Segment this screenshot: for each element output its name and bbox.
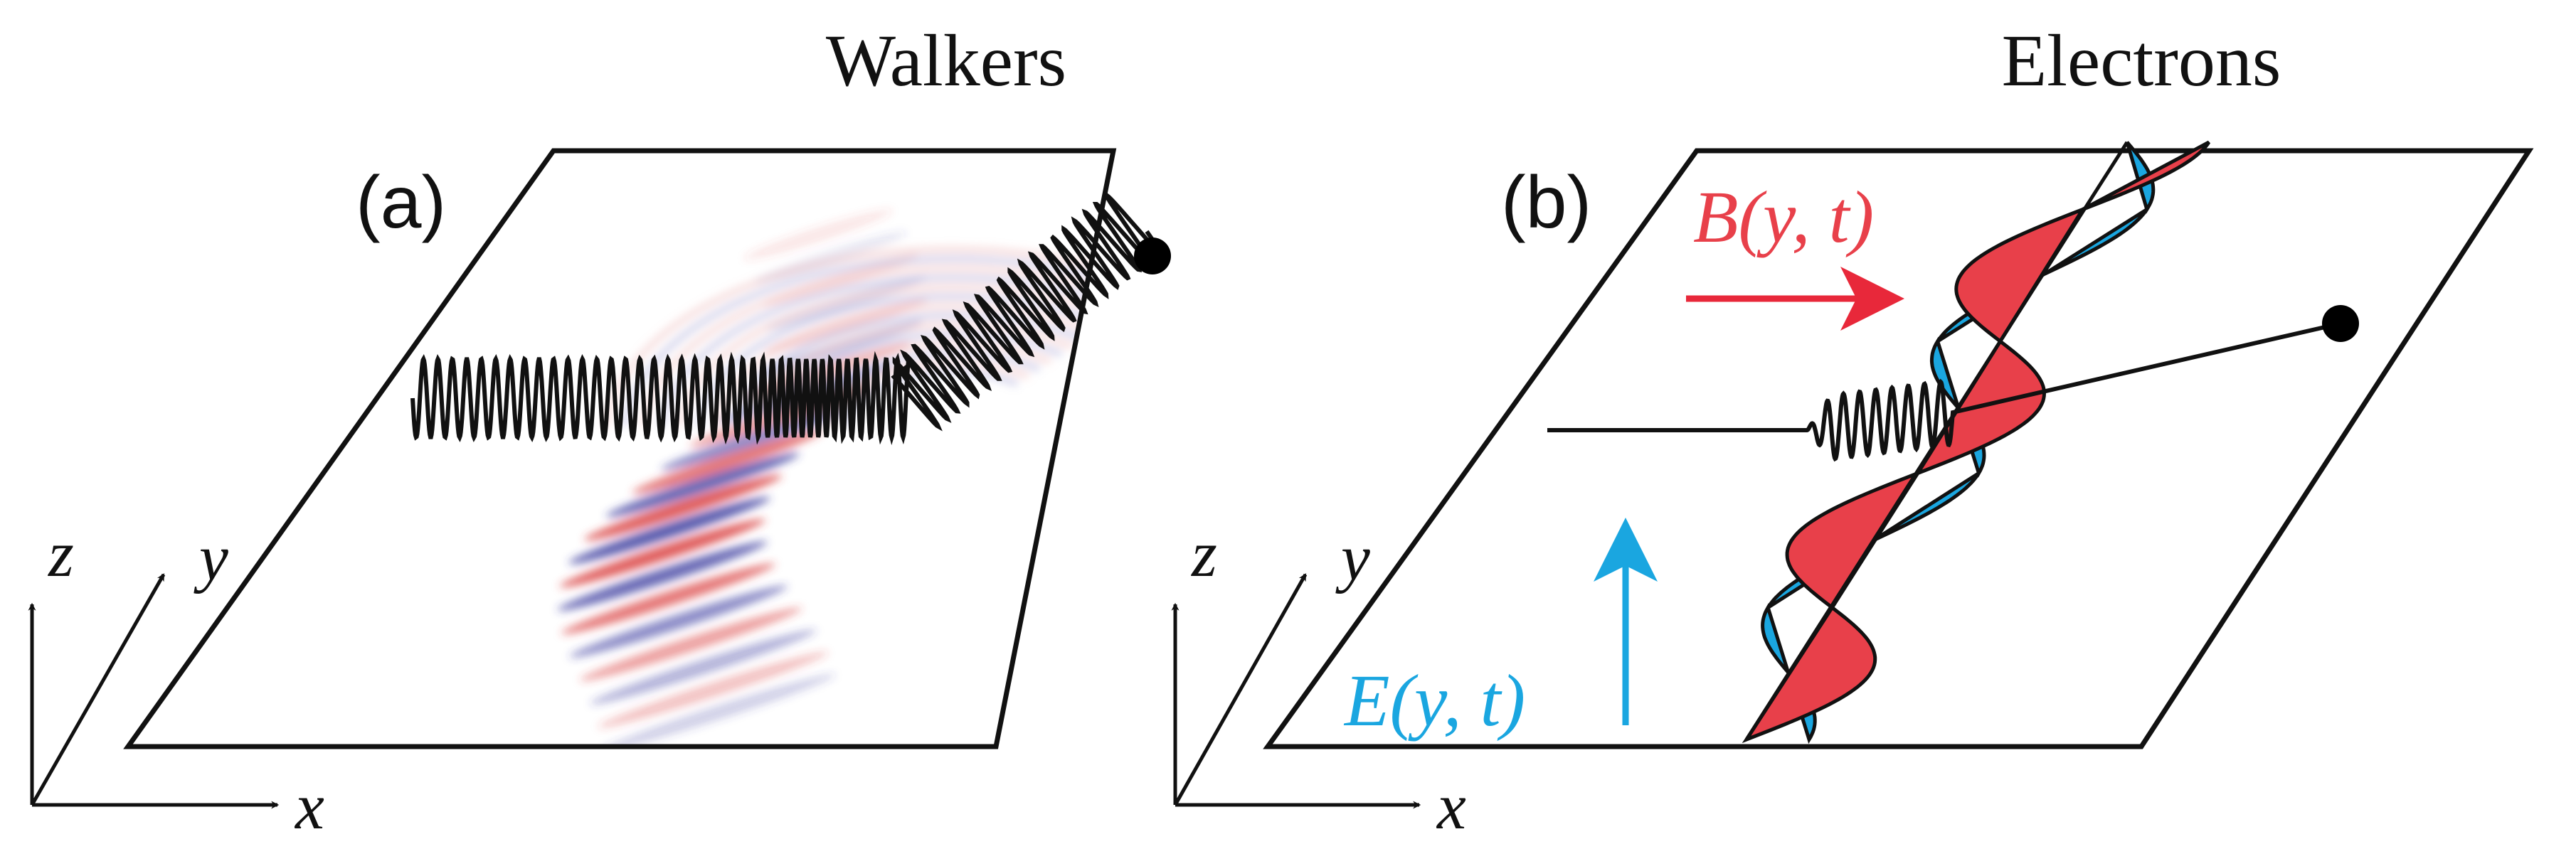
- ripple-arc: [677, 284, 1113, 427]
- plane-a: [123, 148, 1117, 749]
- panel-label-a: (a): [356, 161, 446, 244]
- title-electrons: Electrons: [2002, 20, 2281, 102]
- ripple-band: [557, 541, 768, 611]
- x-axis-label-b: x: [1436, 770, 1466, 843]
- axes-a: z y x: [28, 518, 324, 843]
- ripple-band: [580, 607, 802, 681]
- magnetic-field-lobe: [1785, 469, 1923, 611]
- title-walkers: Walkers: [826, 20, 1066, 102]
- y-axis-arrow-b: [1173, 573, 1308, 806]
- walker-trajectory: [410, 192, 1163, 446]
- ripple-band: [568, 496, 770, 565]
- magnetic-field-lobe: [2082, 140, 2211, 211]
- ripple-band: [590, 629, 817, 705]
- ripple-band: [598, 651, 829, 728]
- ripple-band: [601, 673, 836, 747]
- y-axis-arrow-a: [30, 573, 166, 806]
- field-propagation-axis: [1744, 141, 2129, 741]
- x-axis-label-a: x: [294, 770, 324, 843]
- z-axis-label-b: z: [1190, 518, 1217, 590]
- ripple-band: [605, 452, 800, 518]
- plane-b: [1263, 148, 2534, 749]
- panel-label-b: (b): [1501, 161, 1591, 244]
- z-axis-label-a: z: [47, 518, 74, 590]
- walker-droplet: [1134, 237, 1171, 274]
- ripple-band: [569, 585, 788, 658]
- y-axis-label-a: y: [194, 521, 228, 594]
- panel-a: (a) z y x: [28, 148, 1171, 843]
- ripple-band: [743, 209, 893, 260]
- ripple-band: [584, 474, 783, 541]
- electric-field-label: E(y, t): [1343, 660, 1525, 742]
- ripple-band: [561, 563, 775, 634]
- magnetic-field-label: B(y, t): [1693, 176, 1874, 258]
- ripple-band: [632, 430, 822, 494]
- panel-b: (b) B(y, t) E(y, t) z y x: [1171, 140, 2534, 843]
- electron-trajectory: [1547, 321, 2341, 462]
- electron-particle: [2322, 305, 2359, 342]
- magnetic-field-lobe: [1954, 205, 2087, 344]
- magnetic-field-lobe: [1742, 604, 1877, 744]
- ripple-band: [559, 519, 765, 587]
- walker-wave-field: [557, 209, 1113, 747]
- ripple-arc: [603, 246, 1113, 427]
- axes-b: z y x: [1171, 518, 1466, 843]
- y-axis-label-b: y: [1335, 521, 1370, 594]
